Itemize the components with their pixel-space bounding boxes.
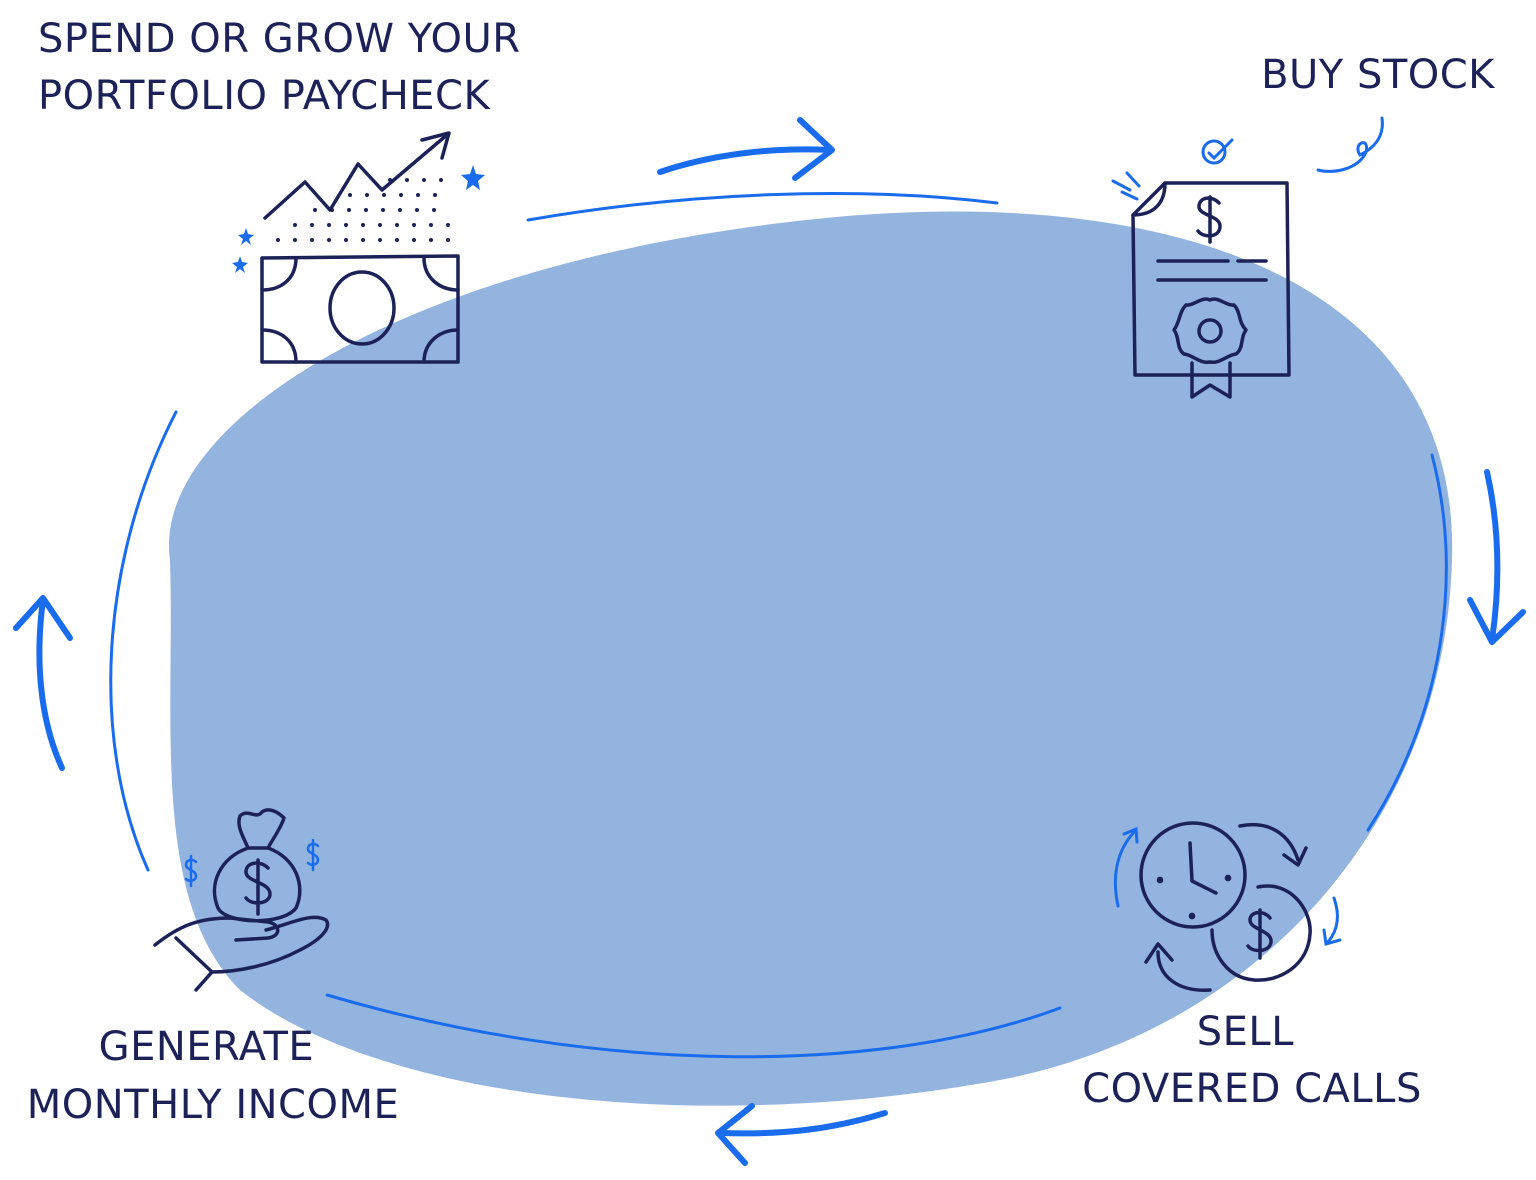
grid-dot: [313, 208, 317, 212]
grid-dot: [416, 193, 420, 197]
grid-dot: [344, 238, 348, 242]
grid-dot: [422, 178, 426, 182]
grid-dot: [446, 238, 450, 242]
arrow-right-down-icon: [1467, 469, 1526, 645]
grid-dot: [388, 178, 392, 182]
arrow-top-right-icon: [657, 117, 835, 181]
grid-dot: [429, 238, 433, 242]
grid-dot: [293, 223, 297, 227]
grid-dot: [310, 223, 314, 227]
spend-or-grow-label-line-2: PORTFOLIO PAYCHECK: [38, 73, 491, 119]
grid-dot: [348, 193, 352, 197]
sell-covered-calls-label-line-1: SELL: [1197, 1009, 1294, 1055]
buy-stock-label: BUY STOCK: [1261, 52, 1496, 98]
grid-dot: [276, 238, 280, 242]
grid-dot: [327, 238, 331, 242]
sell-covered-calls-label: SELL COVERED CALLS: [1082, 1009, 1422, 1112]
generate-income-label-line-1: GENERATE: [99, 1024, 315, 1070]
grid-dot: [381, 208, 385, 212]
grid-dot: [347, 208, 351, 212]
grid-dot: [361, 223, 365, 227]
sell-covered-calls-label-line-2: COVERED CALLS: [1082, 1066, 1422, 1112]
grid-dot: [395, 238, 399, 242]
grid-dot: [330, 208, 334, 212]
buy-stock-label-line: BUY STOCK: [1261, 52, 1496, 98]
grid-dot: [446, 223, 450, 227]
clock-coin-cycle-icon: [1139, 821, 1312, 992]
grid-dot: [364, 208, 368, 212]
cycle-blob: [168, 211, 1453, 1106]
banknote-growth-chart-icon: [260, 131, 460, 364]
grid-dot: [378, 238, 382, 242]
spend-or-grow-label-line-1: SPEND OR GROW YOUR: [38, 16, 521, 62]
grid-dot: [405, 178, 409, 182]
grid-dot: [433, 193, 437, 197]
hand-money-bag-icon: [153, 808, 330, 992]
grid-dot: [327, 223, 331, 227]
grid-dot: [399, 193, 403, 197]
grid-dot: [415, 208, 419, 212]
clock-accent-arrows: [1113, 826, 1342, 946]
dollar-sparkle-icon: [184, 838, 320, 888]
arrow-left-up-icon: [13, 595, 73, 771]
grid-dot: [429, 223, 433, 227]
cycle-outline: [109, 192, 1448, 1059]
grid-dot: [432, 208, 436, 212]
grid-dot: [412, 238, 416, 242]
arrow-bottom-left-icon: [715, 1103, 888, 1166]
generate-income-label-line-2: MONTHLY INCOME: [27, 1082, 399, 1128]
star-sparkle-icon: [232, 165, 485, 273]
grid-dot: [361, 238, 365, 242]
growth-dot-grid: [276, 178, 450, 242]
grid-dot: [293, 238, 297, 242]
stock-certificate-icon: [1131, 181, 1291, 399]
grid-dot: [439, 178, 443, 182]
generate-income-label: GENERATE MONTHLY INCOME: [27, 1024, 399, 1128]
grid-dot: [382, 193, 386, 197]
grid-dot: [365, 193, 369, 197]
certificate-sparkle-icon: [1111, 116, 1384, 201]
grid-dot: [378, 223, 382, 227]
grid-dot: [395, 223, 399, 227]
cycle-arrows: [13, 117, 1526, 1166]
grid-dot: [398, 208, 402, 212]
grid-dot: [344, 223, 348, 227]
spend-or-grow-label: SPEND OR GROW YOUR PORTFOLIO PAYCHECK: [38, 16, 534, 119]
grid-dot: [310, 238, 314, 242]
grid-dot: [412, 223, 416, 227]
